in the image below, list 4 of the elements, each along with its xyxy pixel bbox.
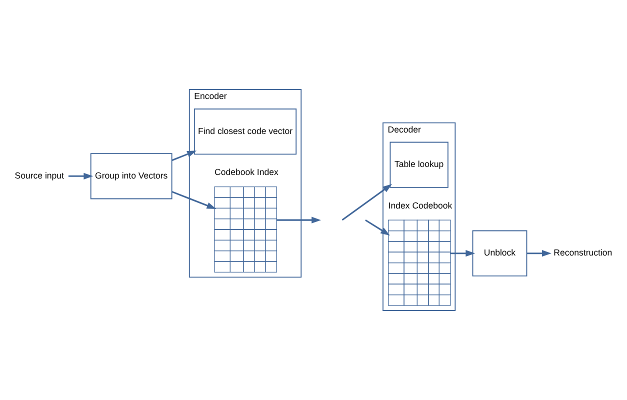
node-label: Codebook Index	[214, 167, 278, 178]
node-text: Reconstruction	[554, 248, 612, 258]
node-label: Index Codebook	[388, 200, 452, 210]
node-text: Source input	[14, 170, 64, 180]
